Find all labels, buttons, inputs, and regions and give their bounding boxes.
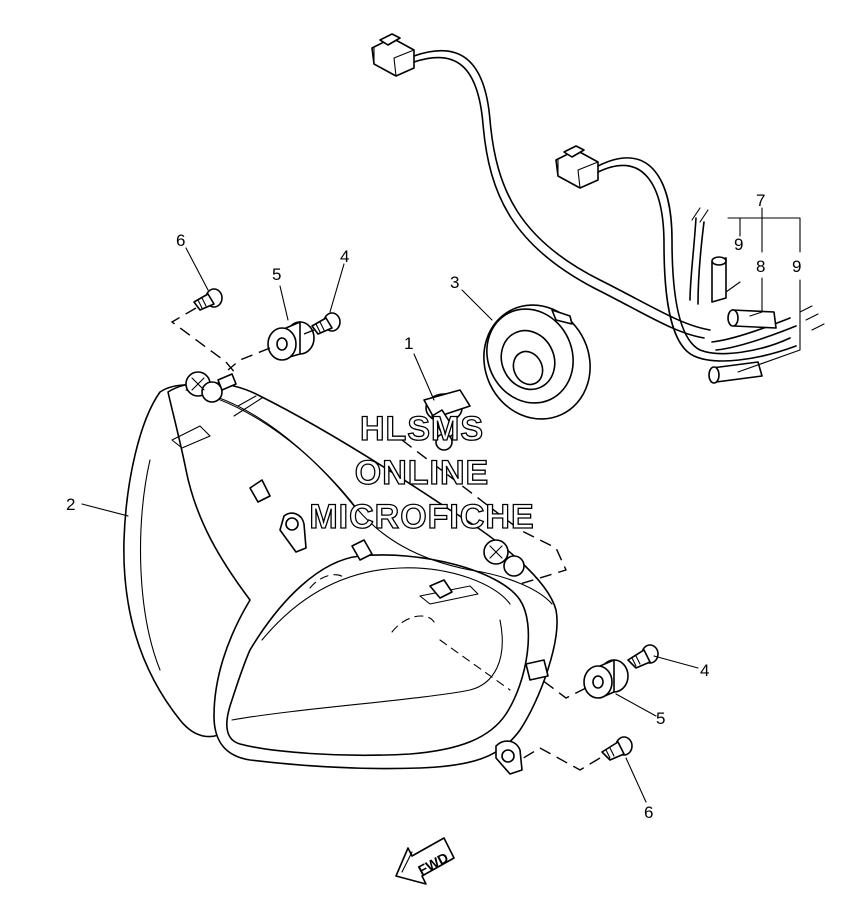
callout-9-right: 9 <box>792 257 801 276</box>
terminal-sleeve-9-upper <box>711 256 727 303</box>
callout-6-upper: 6 <box>176 231 185 250</box>
connector-lower <box>555 145 599 189</box>
callout-8: 8 <box>756 257 765 276</box>
callout-4-upper: 4 <box>340 247 349 266</box>
assembly-lines <box>170 307 601 771</box>
damper-upper <box>267 321 315 361</box>
adjuster-lower <box>483 539 525 577</box>
bulb-socket-cover <box>483 304 591 420</box>
callout-7: 7 <box>756 191 765 210</box>
bolt-4-upper <box>311 312 341 335</box>
callout-1: 1 <box>404 334 413 353</box>
callout-5-upper: 5 <box>272 265 281 284</box>
callout-labels: 1 2 3 4 4 5 5 6 6 7 8 9 9 <box>66 191 801 822</box>
terminal-sleeve-8 <box>727 309 777 329</box>
bolt-4-lower <box>627 644 659 669</box>
damper-lower <box>583 659 629 699</box>
leader-lines <box>81 247 699 803</box>
watermark-line-2: ONLINE <box>355 454 489 492</box>
terminal-sleeve-9-lower <box>708 361 763 384</box>
callout-2: 2 <box>66 495 75 514</box>
wire-harness <box>371 33 825 384</box>
callout-4-lower: 4 <box>700 661 709 680</box>
callout-3: 3 <box>450 273 459 292</box>
headlight-housing <box>123 371 558 775</box>
forward-arrow-icon: FWD <box>395 837 455 885</box>
adjuster-upper <box>185 371 237 403</box>
bolt-6-lower <box>601 736 633 761</box>
callout-5-lower: 5 <box>656 709 665 728</box>
headlight-bulb <box>423 389 471 451</box>
watermark-line-3: MICROFICHE <box>309 498 534 536</box>
watermark: HLSMS ONLINE MICROFICHE <box>309 409 535 536</box>
bolt-6-upper <box>193 288 223 311</box>
connector-upper <box>371 33 415 77</box>
callout-9-left: 9 <box>734 235 743 254</box>
watermark-line-1: HLSMS <box>360 410 484 448</box>
callout-6-lower: 6 <box>644 803 653 822</box>
